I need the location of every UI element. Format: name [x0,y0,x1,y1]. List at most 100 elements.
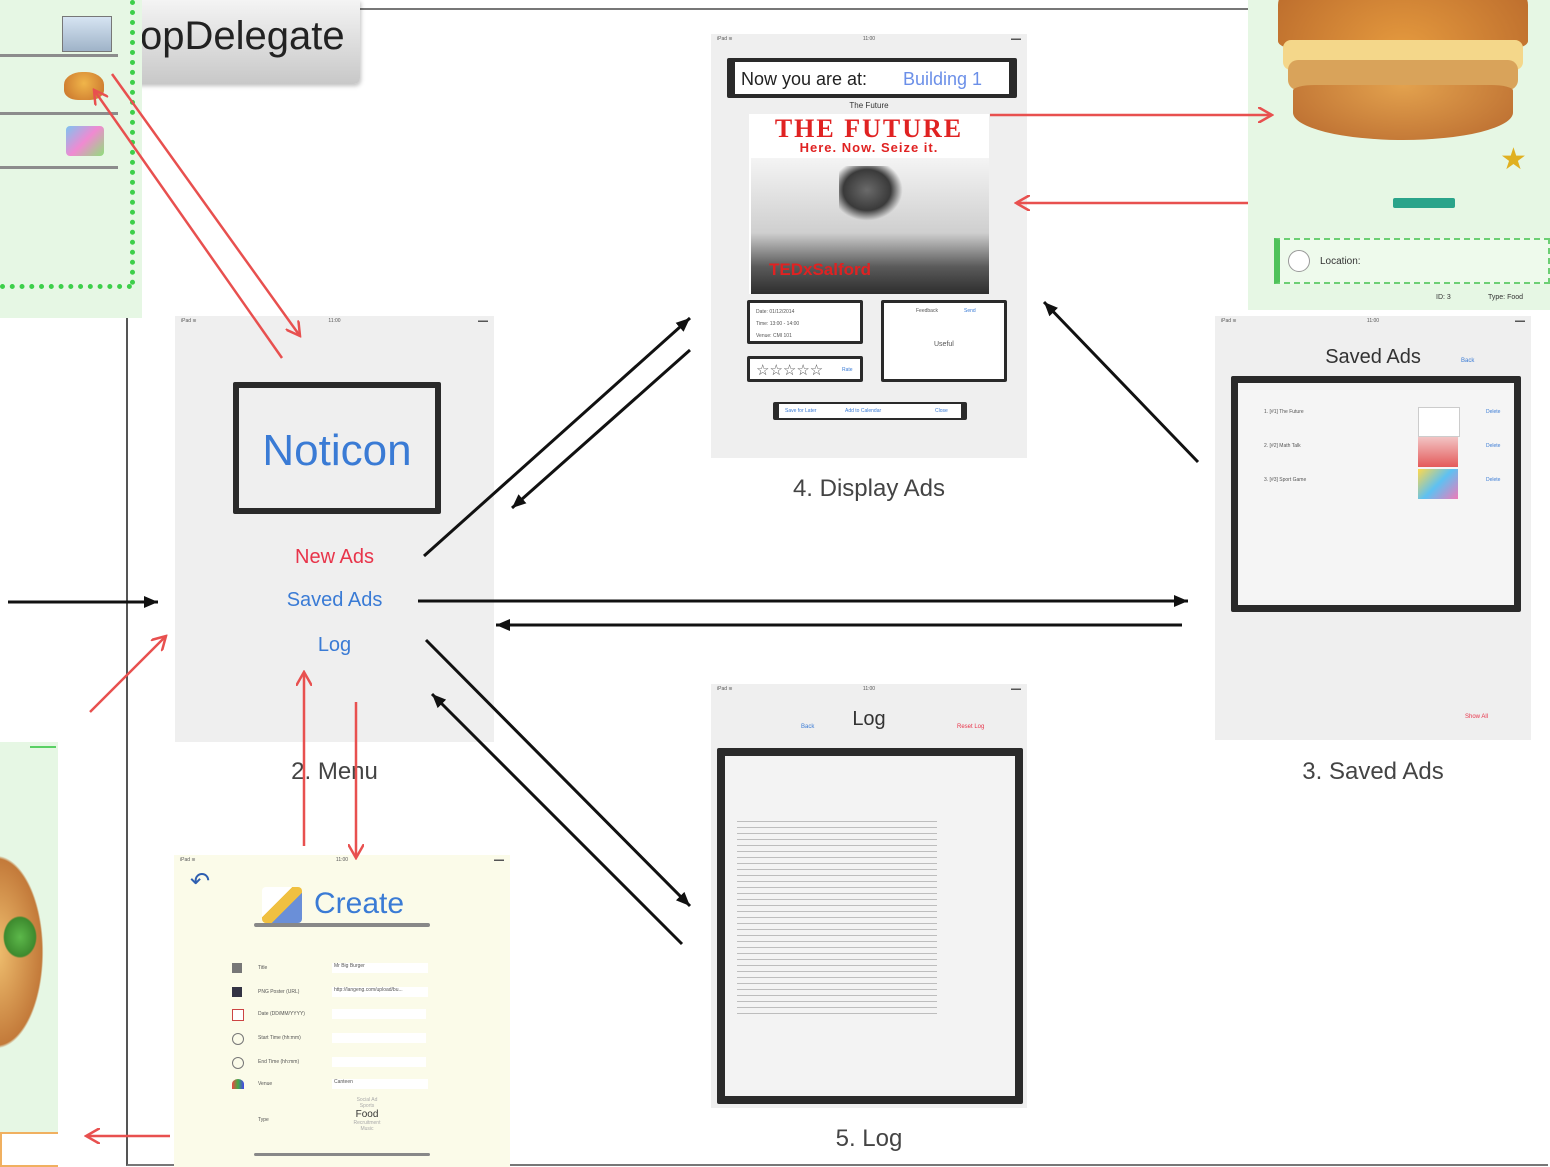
title-field[interactable]: Mr Big Burger [332,963,428,973]
delete-button[interactable]: Delete [1486,477,1501,483]
tab-bar [0,1132,58,1167]
menu-caption: 2. Menu [291,758,378,785]
form-row: Type Social Ad Sports Food Recruitment M… [232,1097,432,1145]
clock-icon [232,1057,244,1069]
log-back-button[interactable]: Back [801,724,815,730]
rate-button[interactable]: Rate [842,367,853,373]
picker-option: Recruitment [353,1120,381,1126]
arrow-menu-to-display [422,316,692,558]
close-button[interactable]: Close [935,408,948,414]
field-label: Date (DD/MM/YYYY) [258,1011,305,1017]
star-icon[interactable]: ★ [1500,143,1527,176]
calendar-icon [232,1009,244,1021]
poster-url-field[interactable]: http://langeng.com/upload/bu... [332,987,428,997]
status-bar: iPad ≋11:00▬▬ [717,36,1021,42]
saved-back-button[interactable]: Back [1461,358,1475,364]
red-arrow-menu-to-list [94,90,284,359]
arrow-display-to-menu [511,348,691,510]
delete-button[interactable]: Delete [1486,443,1501,449]
ad-title: The Future [849,101,889,110]
saved-item[interactable]: 2. [#2] Math Talk [1264,443,1301,449]
rating-box[interactable]: ☆☆☆☆☆ Rate [747,356,863,382]
star-rating[interactable]: ☆☆☆☆☆ [756,362,824,379]
ad-poster[interactable]: THE FUTURE Here. Now. Seize it. TEDxSalf… [749,114,989,294]
field-label: End Time (hh:mm) [258,1059,300,1065]
reset-log-button[interactable]: Reset Log [957,724,985,730]
feedback-box: Feedback Send Useful [881,300,1007,382]
field-label: Venue [258,1081,273,1087]
field-icon [232,987,242,997]
feedback-option[interactable]: Useful [934,341,954,348]
form-row: Venue Canteen [232,1079,432,1093]
green-dotted-bottom [0,280,132,289]
type-picker[interactable]: Social Ad Sports Food Recruitment Music [332,1097,402,1145]
log-title: Log [852,708,886,730]
display-caption: 4. Display Ads [792,475,946,502]
burger-detail-panel: ★ Location: ID: 3 Type: Food [1248,0,1550,310]
field-label: Type [258,1117,269,1123]
logo-box: Noticon [233,382,441,514]
create-divider [254,1153,430,1156]
red-arrow-side-to-menu [89,636,166,713]
log-caption: 5. Log [835,1125,903,1152]
row-thumbnail [66,126,104,156]
location-icon [1288,250,1310,272]
location-row: Location: [1274,238,1550,284]
location-value: Building 1 [903,69,983,89]
status-bar: iPad ≋11:00▬▬ [717,686,1021,692]
menu-screen: iPad ≋11:00▬▬ Noticon New Ads Saved Ads … [175,316,494,742]
saved-title: Saved Ads [1325,346,1421,368]
log-text-box [717,748,1023,1104]
picker-selected: Food [355,1109,379,1120]
picker-option: Sports [359,1103,375,1109]
venue-icon [232,1079,244,1089]
log-link[interactable]: Log [317,634,352,656]
new-ads-link[interactable]: New Ads [295,546,374,568]
field-label: Start Time (hh:mm) [258,1035,301,1041]
form-row: End Time (hh:mm) [232,1057,432,1071]
add-calendar-button[interactable]: Add to Calendar [845,408,882,414]
location-prefix: Now you are at: [741,69,868,89]
green-dotted-border [118,0,135,285]
status-bar: iPad ≋11:00▬▬ [1221,318,1525,324]
logo-text: Noticon [262,426,412,475]
venue-field[interactable]: Canteen [332,1079,428,1089]
form-row: Start Time (hh:mm) [232,1033,432,1047]
top-left-list-panel [0,0,142,318]
app-delegate-label: opDelegate [140,14,345,58]
feedback-send[interactable]: Send [964,308,976,314]
log-text-lines [737,816,937,1016]
left-burger-panel [0,742,58,1167]
lettuce [0,912,40,962]
statusbar [30,746,56,751]
saved-item[interactable]: 3. [#3] Sport Game [1264,477,1307,483]
end-time-field[interactable] [332,1057,426,1067]
delete-button[interactable]: Delete [1486,409,1501,415]
show-all-button[interactable]: Show All [1465,714,1489,720]
saved-ads-link[interactable]: Saved Ads [286,589,383,611]
create-title: Create [314,887,405,920]
list-row [0,118,118,169]
type-label: Type: Food [1488,294,1524,301]
diagram-frame [126,8,1548,1166]
saved-item[interactable]: 1. [#1] The Future [1264,409,1304,415]
app-delegate-box: opDelegate [126,0,360,84]
start-time-field[interactable] [332,1033,426,1043]
action-bar: Save for Later Add to Calendar Close [773,402,967,420]
location-label: Location: [1320,256,1361,267]
arrow-saved-to-display [1042,300,1200,464]
burger-image [1278,0,1528,150]
picker-option: Social Ad [356,1097,378,1103]
arrow-menu-to-log [424,638,692,908]
saved-ads-screen: iPad ≋11:00▬▬ Saved Ads Back 1. [#1] The… [1215,316,1531,740]
date-field[interactable] [332,1009,426,1019]
clock-icon [232,1033,244,1045]
saved-caption: 3. Saved Ads [1302,758,1444,785]
small-button[interactable] [1393,198,1455,208]
poster-headline: THE FUTURE [774,114,964,143]
undo-icon[interactable]: ↶ [190,868,211,895]
save-later-button[interactable]: Save for Later [785,408,817,414]
red-arrow-list-to-menu [110,73,300,336]
display-ads-screen: iPad ≋11:00▬▬ Now you are at: Building 1… [711,34,1027,458]
